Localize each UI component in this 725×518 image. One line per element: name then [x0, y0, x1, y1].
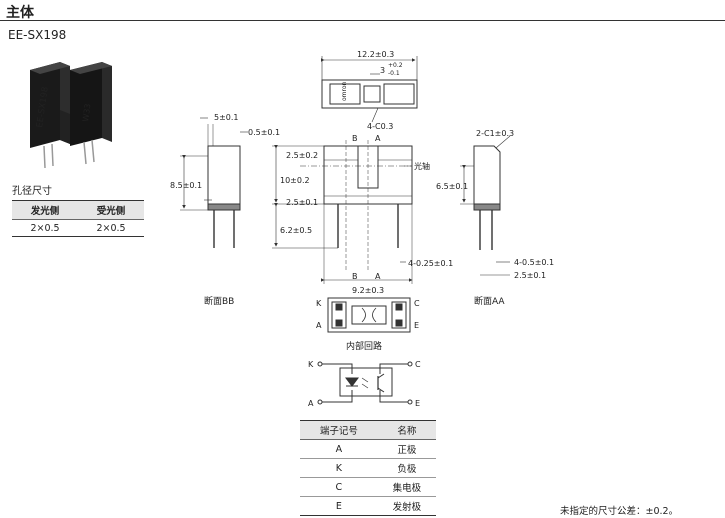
bottom-pin-view [327, 297, 411, 333]
optical-axis-label: 光轴 [414, 161, 430, 171]
terminal-name: 正极 [377, 439, 436, 459]
hole-size-title: 孔径尺寸 [12, 186, 52, 197]
section-b-bottom: B [352, 272, 358, 281]
terminal-name: 集电极 [377, 477, 436, 497]
dim-height-6-5: 6.5±0.1 [436, 182, 468, 191]
section-a-bottom: A [375, 272, 381, 281]
dim-top-width: 12.2±0.3 [357, 50, 394, 59]
table-row: A 正极 [300, 439, 436, 459]
table-row: K 负极 [300, 458, 436, 478]
dim-lead-width: 4-0.25±0.1 [408, 259, 453, 268]
hole-header-emitter: 发光侧 [12, 200, 78, 220]
product-photo: EE-SX198 W33 [30, 62, 112, 169]
dim-height-10: 10±0.2 [280, 176, 310, 185]
internal-circuit-title: 内部回路 [346, 340, 382, 352]
dim-lead-6-2: 6.2±0.5 [280, 226, 312, 235]
dim-pin-0-5: 4-0.5±0.1 [514, 258, 554, 267]
tolerance-footnote: 未指定的尺寸公差：±0.2。 [560, 506, 679, 517]
dim-2-5b: 2.5±0.1 [286, 198, 318, 207]
hole-size-table: 发光侧 受光侧 2×0.5 2×0.5 [12, 200, 144, 237]
terminal-header-name: 名称 [377, 420, 436, 440]
terminal-code: A [300, 439, 378, 459]
pin-a-label: A [316, 321, 322, 330]
dim-gap-tol-minus: -0.1 [388, 70, 400, 77]
dim-chamfer-2: 2-C1±0.3 [476, 129, 514, 138]
dim-bottom-width: 9.2±0.3 [352, 286, 384, 295]
dim-gap-tol-plus: +0.2 [388, 62, 403, 69]
section-bb-view [180, 117, 248, 248]
logo-text: omron [341, 81, 348, 101]
dim-pin-2-5: 2.5±0.1 [514, 271, 546, 280]
table-row: C 集电极 [300, 477, 436, 497]
terminal-code: C [300, 477, 378, 497]
section-aa-view [460, 135, 511, 276]
model-number: EE-SX198 [8, 28, 67, 42]
pin-c-label: C [414, 299, 420, 308]
hole-value-receiver: 2×0.5 [78, 219, 144, 237]
pin-e-label: E [414, 321, 419, 330]
dim-gap-0-5: 0.5±0.1 [248, 128, 280, 137]
terminal-code: K [300, 458, 378, 478]
front-view [272, 140, 413, 284]
dim-2-5a: 2.5±0.2 [286, 151, 318, 160]
dim-chamfer: 4-C0.3 [367, 122, 393, 131]
terminal-table: 端子记号 名称 A 正极 K 负极 C 集电极 E 发射极 [300, 420, 436, 516]
circuit-k-label: K [308, 360, 314, 369]
terminal-header-code: 端子记号 [300, 420, 378, 440]
title-divider [0, 20, 725, 21]
section-aa-label: 断面AA [474, 295, 505, 307]
dim-top-gap: 3 [380, 66, 385, 75]
dim-width-5: 5±0.1 [214, 113, 239, 122]
terminal-code: E [300, 496, 378, 516]
pin-k-label: K [316, 299, 322, 308]
circuit-c-label: C [415, 360, 421, 369]
product-label-2: W33 [81, 103, 92, 122]
terminal-name: 负极 [377, 458, 436, 478]
circuit-e-label: E [415, 399, 420, 408]
hole-header-receiver: 受光侧 [78, 200, 144, 220]
section-bb-label: 断面BB [204, 295, 234, 307]
section-a-top: A [375, 134, 381, 143]
table-row: E 发射极 [300, 496, 436, 516]
page-title: 主体 [6, 5, 34, 21]
section-b-top: B [352, 134, 358, 143]
dim-height-8-5: 8.5±0.1 [170, 181, 202, 190]
top-view [321, 56, 418, 109]
internal-circuit-diagram [317, 361, 413, 405]
circuit-a-label: A [308, 399, 314, 408]
terminal-name: 发射极 [377, 496, 436, 516]
hole-value-emitter: 2×0.5 [12, 219, 78, 237]
